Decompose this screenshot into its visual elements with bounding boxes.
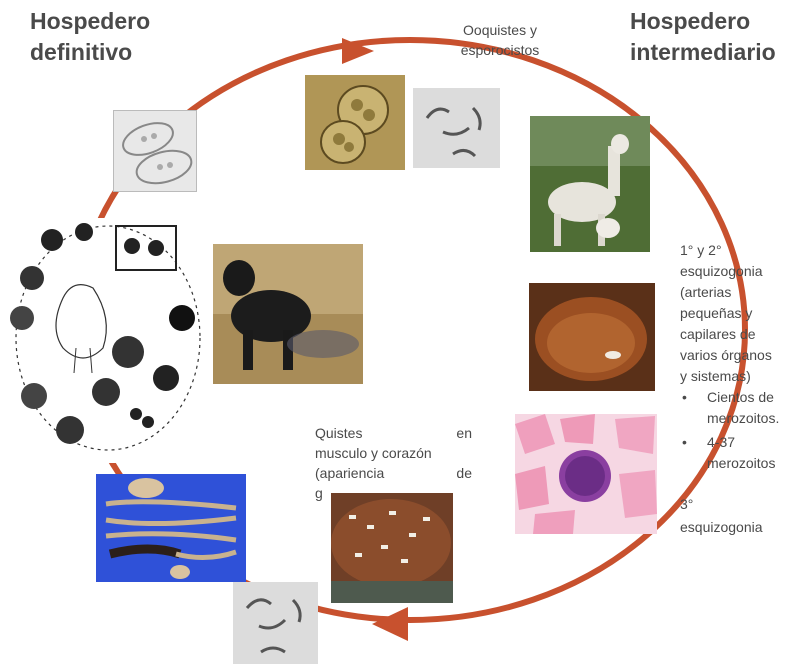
organ-photo: [529, 283, 655, 391]
bird-lifecycle-drawing: [8, 218, 208, 463]
intestines-photo: [96, 474, 246, 582]
bullet-hundreds-merozoites: • Cientos de merozoitos.: [680, 387, 805, 429]
cycle-arrow-bottom: [372, 607, 408, 641]
oocysts-label: Ooquistes y esporocistos: [445, 20, 555, 60]
oocysts-micrograph: [305, 75, 405, 170]
muscle-histology-photo: [515, 414, 657, 534]
muscle-cysts-photo: [331, 493, 453, 603]
cysts-label: Quistes en musculo y corazón (apariencia…: [315, 423, 472, 503]
definitive-host-heading: Hospedero definitivo: [30, 6, 150, 68]
intermediate-host-heading: Hospedero intermediario: [630, 6, 776, 68]
schizogony-description: 1° y 2° esquizogonia (arterias pequeñas …: [680, 240, 805, 538]
bullet-4-37-merozoites: • 4-37 merozoitos: [680, 432, 805, 474]
dog-photo: [213, 244, 363, 384]
sporocysts-micrograph: [113, 110, 197, 192]
sporozoites-micrograph-top: [413, 88, 500, 168]
sporozoites-micrograph-bottom: [233, 582, 318, 664]
alpaca-photo: [530, 116, 650, 252]
